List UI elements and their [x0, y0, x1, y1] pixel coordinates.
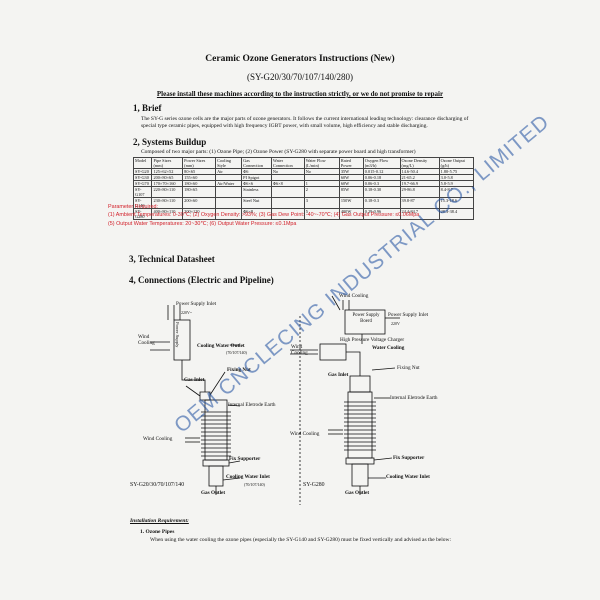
install-item1-text: When using the water cooling the ozone p… [150, 537, 452, 543]
right-hv-charger-label: High Pressure Voltage Charger [340, 337, 405, 343]
fix-supporter-leader [228, 460, 241, 464]
right-cooling-fins [344, 401, 376, 451]
install-item1-title: 1. Ozone Pipes [140, 529, 175, 535]
table-cell: 24.4-84.7 [399, 208, 440, 220]
left-fixing-nut-label: Fixing Nut [227, 367, 251, 373]
install-notice: Please install these machines according … [156, 90, 444, 98]
pipe-bottom [208, 465, 224, 487]
buildup-text: Composed of two major parts: (1) Ozone P… [141, 149, 416, 155]
fixing-nut-leader [209, 371, 226, 396]
brief-text: The SY-G series ozone cells are the majo… [141, 116, 469, 129]
right-wind-cooling-top-label: Wind Cooling [339, 293, 369, 299]
right-fix-supporter-leader [373, 457, 393, 461]
table-cell [215, 208, 243, 220]
right-power-supply-board-label: Power Supply Boerd [352, 313, 380, 324]
right-fix-supporter-flange [345, 457, 375, 465]
left-wind-cooling-label: Wind Cooling [138, 334, 155, 346]
left-gas-outlet-label: Gas Outlet [201, 490, 226, 496]
right-fix-supporter-label: Fix Supporter [393, 455, 425, 461]
params-line-2: (5) Output Water Temperatures: 20~30℃; (… [108, 221, 297, 227]
left-gas-inlet-label: Gas Inlet [184, 377, 205, 383]
right-gas-outlet-label: Gas Outlet [345, 490, 370, 496]
table-cell: 8.4-8.7 [438, 186, 475, 198]
left-cooling-water-outlet-models: (70/107/140) [226, 350, 247, 355]
table-cell: 400W [338, 208, 364, 220]
left-model-label: SY-G20/30/70/107/140 [130, 482, 185, 488]
left-cooling-water-outlet-label: Cooling Water Outlet [197, 343, 245, 349]
left-power-supply-box-label: Power Supply [175, 322, 180, 348]
models-line: (SY-G20/30/70/107/140/280) [246, 72, 353, 82]
table-cell: Φ6×8 [241, 208, 272, 220]
params-line-1: (1) Ambient Temperatures: 0-30℃; (2) Oxy… [108, 212, 420, 218]
connections-heading: 4, Connections (Electric and Pipeline) [129, 275, 274, 285]
spec-table: Model Pipe Sizes (mm) Power Sizes (mm) C… [132, 157, 475, 220]
table-header: Ozone Density (mg/L) [399, 157, 440, 169]
right-water-cooling-label: Water Cooling [372, 345, 405, 351]
right-wind-cooling-mid-label: Wind Cooling [291, 344, 308, 356]
right-model-label: SY-G280 [303, 482, 325, 488]
power-supply-board-box [344, 309, 386, 335]
right-power-supply-inlet-label: Power Supply Inlet [388, 312, 429, 318]
right-pipe-bottom [351, 463, 369, 487]
right-internal-earth-label: Internal Eletrode Earth [390, 395, 438, 401]
right-fixing-nut-label: Fixing Nut [397, 365, 420, 371]
earth-leader [227, 404, 241, 407]
right-gas-inlet-label: Gas Inlet [328, 372, 349, 378]
document-title: Ceramic Ozone Generators Instructions (N… [205, 54, 395, 64]
wind-cooling-top-arrow [331, 295, 341, 311]
water-inlet-leader [222, 477, 241, 481]
table-header: Cooling Style [215, 157, 243, 169]
left-wind-cooling-lower-label: Wind Cooling [143, 436, 173, 442]
left-cooling-water-inlet-models: (70/107/140) [244, 482, 265, 487]
left-220v-label: 220V~ [181, 310, 193, 315]
buildup-heading: 2, Systems Buildup [133, 137, 207, 147]
brief-heading: 1, Brief [133, 103, 162, 113]
table-cell: SY-G280 [132, 208, 153, 220]
right-cooling-water-inlet-label: Cooling Water Inlet [386, 474, 430, 480]
gas-inlet-line [185, 385, 201, 397]
right-wind-cooling-low-label: Wind Cooling [290, 431, 320, 437]
table-cell: 28.3-38.4 [438, 208, 475, 220]
table-cell: 5 [303, 208, 340, 220]
left-internal-earth-label: Internal Eletrode Earth [228, 402, 276, 408]
right-220v-label: 220V [391, 321, 400, 326]
datasheet-heading: 3, Technical Datasheet [129, 254, 215, 264]
left-cooling-water-inlet-label: Cooling Water Inlet [226, 474, 270, 480]
right-gas-inlet-fitting [349, 375, 371, 393]
charger-cable [346, 351, 361, 376]
right-fixing-nut-leader [371, 367, 396, 371]
power-cable [181, 360, 206, 392]
spec-table-header-row: Model Pipe Sizes (mm) Power Sizes (mm) C… [132, 157, 475, 169]
fix-supporter-flange [202, 459, 230, 467]
cooling-fins [201, 411, 231, 457]
left-fix-supporter-label: Fix Supporter [229, 456, 261, 462]
left-power-supply-inlet-label: Power Supply Inlet [176, 301, 217, 307]
hv-charger-box [319, 343, 347, 361]
install-heading: Installation Requirement: [130, 518, 189, 524]
params-title: Parameter Required: [108, 204, 159, 210]
